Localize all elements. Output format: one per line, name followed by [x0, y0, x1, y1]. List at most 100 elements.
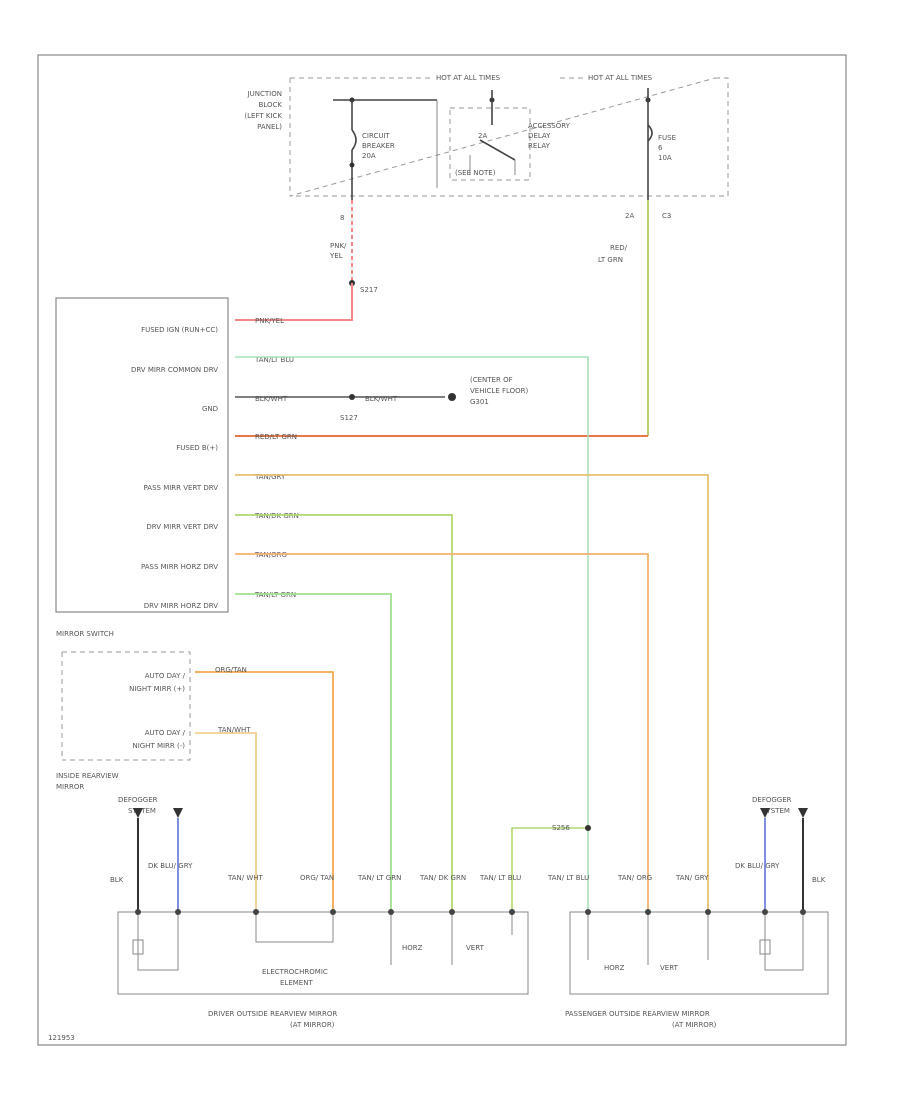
- switch-pin-labels: FUSED IGN (RUN+CC) DRV MIRR COMMON DRV G…: [131, 326, 218, 610]
- driver-wire-labels: BLK DK BLU/ GRY TAN/ WHT ORG/ TAN TAN/ L…: [110, 862, 521, 884]
- svg-text:JUNCTION: JUNCTION: [247, 90, 282, 98]
- svg-text:TAN/DK GRN: TAN/DK GRN: [254, 512, 299, 520]
- svg-text:PNK/YEL: PNK/YEL: [255, 317, 284, 325]
- svg-text:AUTO DAY /: AUTO DAY /: [145, 729, 186, 737]
- svg-text:TAN/ WHT: TAN/ WHT: [227, 874, 264, 882]
- svg-text:TAN/ LT GRN: TAN/ LT GRN: [357, 874, 401, 882]
- svg-text:VEHICLE FLOOR): VEHICLE FLOOR): [470, 387, 529, 395]
- svg-text:TAN/ LT BLU: TAN/ LT BLU: [479, 874, 521, 882]
- svg-text:DEFOGGER: DEFOGGER: [752, 796, 792, 804]
- svg-text:HORZ: HORZ: [402, 944, 423, 952]
- passenger-wire-labels: TAN/ LT BLU TAN/ ORG TAN/ GRY DK BLU/ GR…: [547, 862, 826, 884]
- ground-g301: [448, 393, 456, 401]
- pin-pass-mirr-vert: PASS MIRR VERT DRV: [144, 484, 219, 492]
- svg-text:TAN/WHT: TAN/WHT: [217, 726, 251, 734]
- svg-text:BREAKER: BREAKER: [362, 142, 395, 150]
- svg-text:SYSTEM: SYSTEM: [762, 807, 790, 815]
- svg-text:ORG/TAN: ORG/TAN: [215, 666, 247, 674]
- pin-drv-mirr-horz: DRV MIRR HORZ DRV: [144, 602, 218, 610]
- svg-text:BLOCK: BLOCK: [259, 101, 283, 109]
- svg-text:INSIDE REARVIEW: INSIDE REARVIEW: [56, 772, 119, 780]
- pin-pass-mirr-horz: PASS MIRR HORZ DRV: [141, 563, 218, 571]
- svg-text:BLK/WHT: BLK/WHT: [365, 395, 398, 403]
- svg-text:G301: G301: [470, 398, 489, 406]
- svg-text:LT GRN: LT GRN: [598, 256, 623, 264]
- svg-text:ELEMENT: ELEMENT: [280, 979, 313, 987]
- wire-red-lt-grn: RED/ LT GRN: [235, 200, 649, 437]
- svg-text:BLK: BLK: [812, 876, 826, 884]
- svg-text:20A: 20A: [362, 152, 376, 160]
- svg-text:SYSTEM: SYSTEM: [128, 807, 156, 815]
- svg-text:NIGHT MIRR (+): NIGHT MIRR (+): [129, 685, 185, 693]
- svg-text:RED/LT GRN: RED/LT GRN: [255, 433, 297, 441]
- svg-text:PANEL): PANEL): [257, 123, 282, 131]
- svg-text:2A: 2A: [625, 212, 634, 220]
- svg-text:DK BLU/ GRY: DK BLU/ GRY: [735, 862, 780, 870]
- svg-text:ORG/ TAN: ORG/ TAN: [300, 874, 334, 882]
- svg-text:S256: S256: [552, 824, 570, 832]
- accessory-delay-relay: 2A (SEE NOTE) ACCESSORY DELAY RELAY: [449, 90, 571, 181]
- svg-text:6: 6: [658, 144, 663, 152]
- svg-text:C3: C3: [662, 212, 671, 220]
- svg-text:ELECTROCHROMIC: ELECTROCHROMIC: [262, 968, 328, 976]
- svg-text:ACCESSORY: ACCESSORY: [528, 122, 571, 130]
- svg-text:10A: 10A: [658, 154, 672, 162]
- pin-gnd: GND: [202, 405, 218, 413]
- svg-text:HORZ: HORZ: [604, 964, 625, 972]
- svg-text:PNK/: PNK/: [330, 242, 347, 250]
- svg-text:DRIVER OUTSIDE REARVIEW MIRROR: DRIVER OUTSIDE REARVIEW MIRROR: [208, 1010, 337, 1018]
- svg-text:AUTO DAY /: AUTO DAY /: [145, 672, 186, 680]
- svg-text:(AT MIRROR): (AT MIRROR): [290, 1021, 335, 1029]
- svg-text:(LEFT KICK: (LEFT KICK: [244, 112, 282, 120]
- svg-text:TAN/ORG: TAN/ORG: [254, 551, 287, 559]
- diagram-code: 121953: [48, 1034, 75, 1042]
- fuse-6: FUSE 6 10A 2A C3: [625, 88, 676, 220]
- driver-outside-mirror: ELECTROCHROMIC ELEMENT HORZ VERT DRIVER …: [117, 909, 529, 1029]
- svg-text:YEL: YEL: [329, 252, 343, 260]
- svg-text:VERT: VERT: [466, 944, 485, 952]
- diagram-frame: [37, 54, 847, 1046]
- pin-drv-mirr-common: DRV MIRR COMMON DRV: [131, 366, 218, 374]
- passenger-defogger: DEFOGGER SYSTEM: [752, 796, 808, 910]
- svg-text:2A: 2A: [478, 132, 487, 140]
- mirror-switch-title: MIRROR SWITCH: [56, 630, 114, 638]
- pin-fused-b: FUSED B(+): [176, 444, 218, 452]
- svg-text:CIRCUIT: CIRCUIT: [362, 132, 391, 140]
- svg-text:8: 8: [340, 214, 344, 222]
- svg-text:(CENTER OF: (CENTER OF: [470, 376, 513, 384]
- wire-tan-lt-blu-splice: S256: [511, 824, 591, 910]
- svg-text:TAN/LT BLU: TAN/LT BLU: [254, 356, 294, 364]
- svg-text:FUSE: FUSE: [658, 134, 676, 142]
- circuit-breaker: CIRCUIT BREAKER 20A 8: [333, 97, 438, 222]
- svg-text:TAN/GRY: TAN/GRY: [254, 473, 286, 481]
- hot-at-all-times-label-2: HOT AT ALL TIMES: [588, 74, 653, 82]
- svg-text:BLK: BLK: [110, 876, 124, 884]
- svg-text:DK BLU/ GRY: DK BLU/ GRY: [148, 862, 193, 870]
- switch-wire-labels: PNK/YEL TAN/LT BLU BLK/WHT RED/LT GRN TA…: [254, 317, 299, 599]
- svg-text:TAN/ LT BLU: TAN/ LT BLU: [547, 874, 589, 882]
- svg-text:TAN/ GRY: TAN/ GRY: [675, 874, 709, 882]
- inside-rearview-mirror: AUTO DAY / NIGHT MIRR (+) AUTO DAY / NIG…: [56, 651, 334, 910]
- mirror-switch-box: [55, 297, 229, 613]
- svg-text:TAN/LT GRN: TAN/LT GRN: [254, 591, 296, 599]
- passenger-outside-mirror: HORZ VERT PASSENGER OUTSIDE REARVIEW MIR…: [565, 909, 829, 1029]
- pin-fused-ign: FUSED IGN (RUN+CC): [141, 326, 218, 334]
- hot-at-all-times-label-1: HOT AT ALL TIMES: [436, 74, 501, 82]
- svg-text:(AT MIRROR): (AT MIRROR): [672, 1021, 717, 1029]
- junction-block-label: JUNCTION BLOCK (LEFT KICK PANEL): [244, 90, 282, 131]
- svg-text:TAN/ ORG: TAN/ ORG: [617, 874, 652, 882]
- svg-text:DELAY: DELAY: [528, 132, 551, 140]
- svg-text:BLK/WHT: BLK/WHT: [255, 395, 288, 403]
- junction-block-outline: [289, 77, 729, 197]
- svg-text:NIGHT MIRR (-): NIGHT MIRR (-): [132, 742, 185, 750]
- relay-note: (SEE NOTE): [455, 169, 496, 177]
- svg-text:MIRROR: MIRROR: [56, 783, 84, 791]
- switch-wires: S127 BLK/WHT (CENTER OF VEHICLE FLOOR) G…: [235, 356, 709, 910]
- svg-text:RELAY: RELAY: [528, 142, 551, 150]
- svg-text:VERT: VERT: [660, 964, 679, 972]
- svg-text:RED/: RED/: [610, 244, 628, 252]
- svg-text:PASSENGER OUTSIDE REARVIEW MIR: PASSENGER OUTSIDE REARVIEW MIRROR: [565, 1010, 710, 1018]
- svg-text:DEFOGGER: DEFOGGER: [118, 796, 158, 804]
- svg-text:TAN/ DK GRN: TAN/ DK GRN: [419, 874, 466, 882]
